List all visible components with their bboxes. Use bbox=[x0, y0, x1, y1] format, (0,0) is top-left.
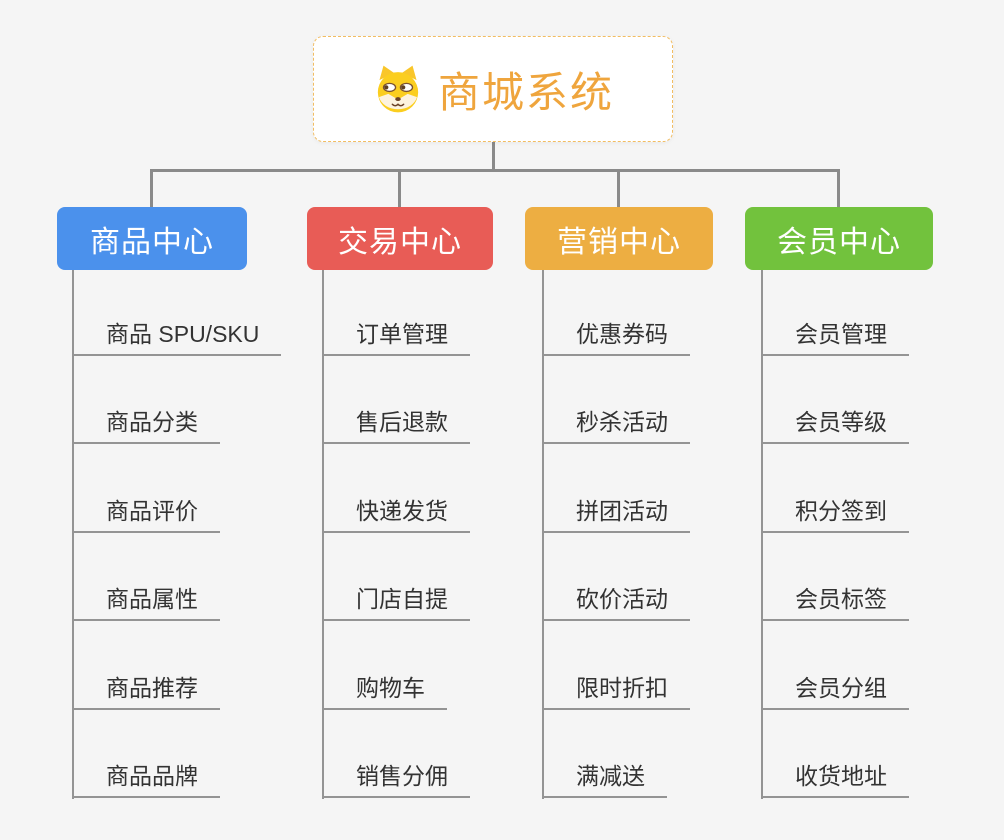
leaf-node[interactable]: 商品评价 bbox=[72, 493, 220, 533]
connector-root-stem bbox=[492, 141, 495, 171]
connector-drop-3 bbox=[617, 170, 620, 207]
connector-rail bbox=[150, 169, 840, 172]
leaf-node[interactable]: 会员标签 bbox=[761, 581, 909, 621]
root-node[interactable]: 商城系统 bbox=[313, 36, 673, 142]
connector-drop-4 bbox=[837, 170, 840, 207]
leaf-node[interactable]: 会员等级 bbox=[761, 404, 909, 444]
connector-trunk-4 bbox=[761, 269, 763, 799]
leaf-node[interactable]: 会员分组 bbox=[761, 670, 909, 710]
leaf-node[interactable]: 秒杀活动 bbox=[542, 404, 690, 444]
leaf-node[interactable]: 商品 SPU/SKU bbox=[72, 316, 282, 356]
branch-trade-center[interactable]: 交易中心 bbox=[307, 207, 493, 270]
leaf-node[interactable]: 积分签到 bbox=[761, 493, 909, 533]
leaf-node[interactable]: 会员管理 bbox=[761, 316, 909, 356]
leaf-node[interactable]: 满减送 bbox=[542, 758, 667, 798]
leaf-node[interactable]: 收货地址 bbox=[761, 758, 909, 798]
branch-marketing-center[interactable]: 营销中心 bbox=[525, 207, 713, 270]
leaf-node[interactable]: 商品推荐 bbox=[72, 670, 220, 710]
leaf-node[interactable]: 门店自提 bbox=[322, 581, 470, 621]
leaf-node[interactable]: 优惠券码 bbox=[542, 316, 690, 356]
connector-drop-2 bbox=[398, 170, 401, 207]
connector-trunk-1 bbox=[72, 269, 74, 799]
leaf-node[interactable]: 售后退款 bbox=[322, 404, 470, 444]
connector-trunk-3 bbox=[542, 269, 544, 799]
branch-product-center[interactable]: 商品中心 bbox=[57, 207, 247, 270]
leaf-node[interactable]: 订单管理 bbox=[322, 316, 470, 356]
leaf-node[interactable]: 快递发货 bbox=[322, 493, 470, 533]
leaf-node[interactable]: 销售分佣 bbox=[322, 758, 470, 798]
leaf-node[interactable]: 商品品牌 bbox=[72, 758, 220, 798]
dog-icon bbox=[372, 64, 424, 114]
leaf-node[interactable]: 砍价活动 bbox=[542, 581, 690, 621]
leaf-node[interactable]: 商品属性 bbox=[72, 581, 220, 621]
root-title: 商城系统 bbox=[437, 68, 614, 116]
leaf-node[interactable]: 购物车 bbox=[322, 670, 447, 710]
branch-member-center[interactable]: 会员中心 bbox=[745, 207, 933, 270]
leaf-node[interactable]: 商品分类 bbox=[72, 404, 220, 444]
connector-trunk-2 bbox=[322, 269, 324, 799]
connector-drop-1 bbox=[150, 170, 153, 207]
leaf-node[interactable]: 限时折扣 bbox=[542, 670, 690, 710]
leaf-node[interactable]: 拼团活动 bbox=[542, 493, 690, 533]
